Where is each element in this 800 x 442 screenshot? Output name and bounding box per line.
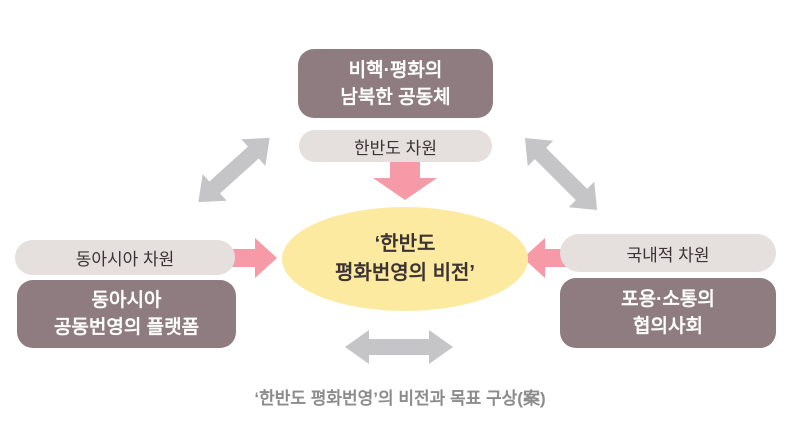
diagram-caption: ‘한반도 평화번영’의 비전과 목표 구상(案) [254, 389, 546, 408]
center-vision-line1: ‘한반도 [374, 233, 436, 255]
right-goal-box: 포용·소통의 협의사회 [560, 278, 776, 348]
double-arrow-diagonal-icon [524, 137, 598, 211]
double-arrow-diagonal-icon [198, 137, 270, 203]
arrow-down-icon [373, 161, 437, 200]
left-dimension-label: 동아시아 차원 [75, 250, 175, 269]
center-vision-ellipse: ‘한반도 평화번영의 비전’ [282, 207, 528, 311]
top-goal-box: 비핵·평화의 남북한 공동체 [298, 49, 493, 118]
arrow-left-icon [523, 238, 568, 278]
left-dimension-pill: 동아시아 차원 [15, 240, 235, 275]
left-goal-line1: 동아시아 [91, 290, 162, 311]
right-goal-line2: 협의사회 [633, 316, 703, 337]
center-vision-line2: 평화번영의 비전’ [335, 262, 475, 284]
top-dimension-pill: 한반도 차원 [299, 130, 492, 162]
right-goal-line1: 포용·소통의 [621, 289, 715, 310]
right-dimension-label: 국내적 차원 [626, 245, 710, 265]
arrow-right-icon [232, 238, 277, 278]
top-dimension-label: 한반도 차원 [354, 138, 437, 158]
top-goal-line1: 비핵·평화의 [348, 59, 443, 81]
right-dimension-pill: 국내적 차원 [560, 234, 776, 272]
left-goal-line2: 공동번영의 플랫폼 [53, 317, 200, 338]
top-goal-line2: 남북한 공동체 [340, 86, 451, 108]
left-goal-box: 동아시아 공동번영의 플랫폼 [17, 280, 236, 348]
double-arrow-horizontal-icon [345, 330, 453, 364]
